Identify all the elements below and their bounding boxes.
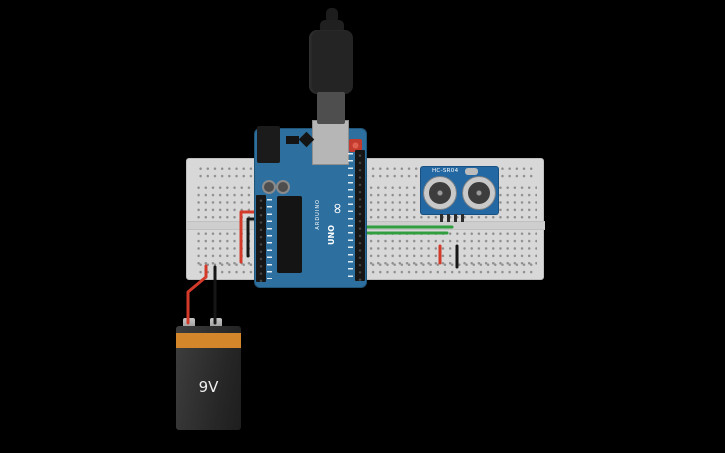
usb-cable-end[interactable] xyxy=(326,8,338,23)
sensor-label: HC-SR04 xyxy=(432,168,459,174)
usb-plug-shield[interactable] xyxy=(317,92,345,124)
icsp-header xyxy=(286,136,299,144)
arduino-model-label: UNO xyxy=(327,225,336,245)
usb-plug-body[interactable] xyxy=(309,30,353,94)
arduino-logo-icon: ∞ xyxy=(328,202,347,215)
transducer-receiver xyxy=(463,177,495,209)
battery-9v[interactable]: 9V xyxy=(176,318,241,430)
crystal-oscillator xyxy=(465,168,478,175)
sensor-pin-vcc[interactable] xyxy=(440,214,443,222)
barrel-jack xyxy=(257,126,280,163)
pin-labels-left xyxy=(267,199,272,279)
sensor-pin-trig[interactable] xyxy=(447,214,450,222)
power-analog-header[interactable] xyxy=(256,195,266,282)
sensor-pin-gnd[interactable] xyxy=(461,214,464,222)
reset-button[interactable] xyxy=(349,139,362,152)
sensor-pin-echo[interactable] xyxy=(454,214,457,222)
battery-label: 9V xyxy=(198,378,219,396)
arduino-uno[interactable]: ∞ ARDUINO UNO xyxy=(255,120,366,287)
wire-battery-positive[interactable] xyxy=(186,264,208,325)
battery-band xyxy=(176,333,241,348)
capacitor xyxy=(262,180,276,194)
arduino-brand-label: ARDUINO xyxy=(315,199,321,230)
digital-header[interactable] xyxy=(355,150,365,281)
capacitor xyxy=(276,180,290,194)
usb-socket xyxy=(312,120,349,165)
wire-arduino-power[interactable] xyxy=(239,210,262,264)
ultrasonic-sensor-hcsr04[interactable]: HC-SR04 xyxy=(421,167,498,222)
transducer-transmitter xyxy=(424,177,456,209)
atmega-chip xyxy=(277,196,302,273)
pin-labels-right xyxy=(348,153,353,279)
battery-body: 9V xyxy=(176,326,241,430)
breadboard-grid-bottom xyxy=(195,230,537,267)
